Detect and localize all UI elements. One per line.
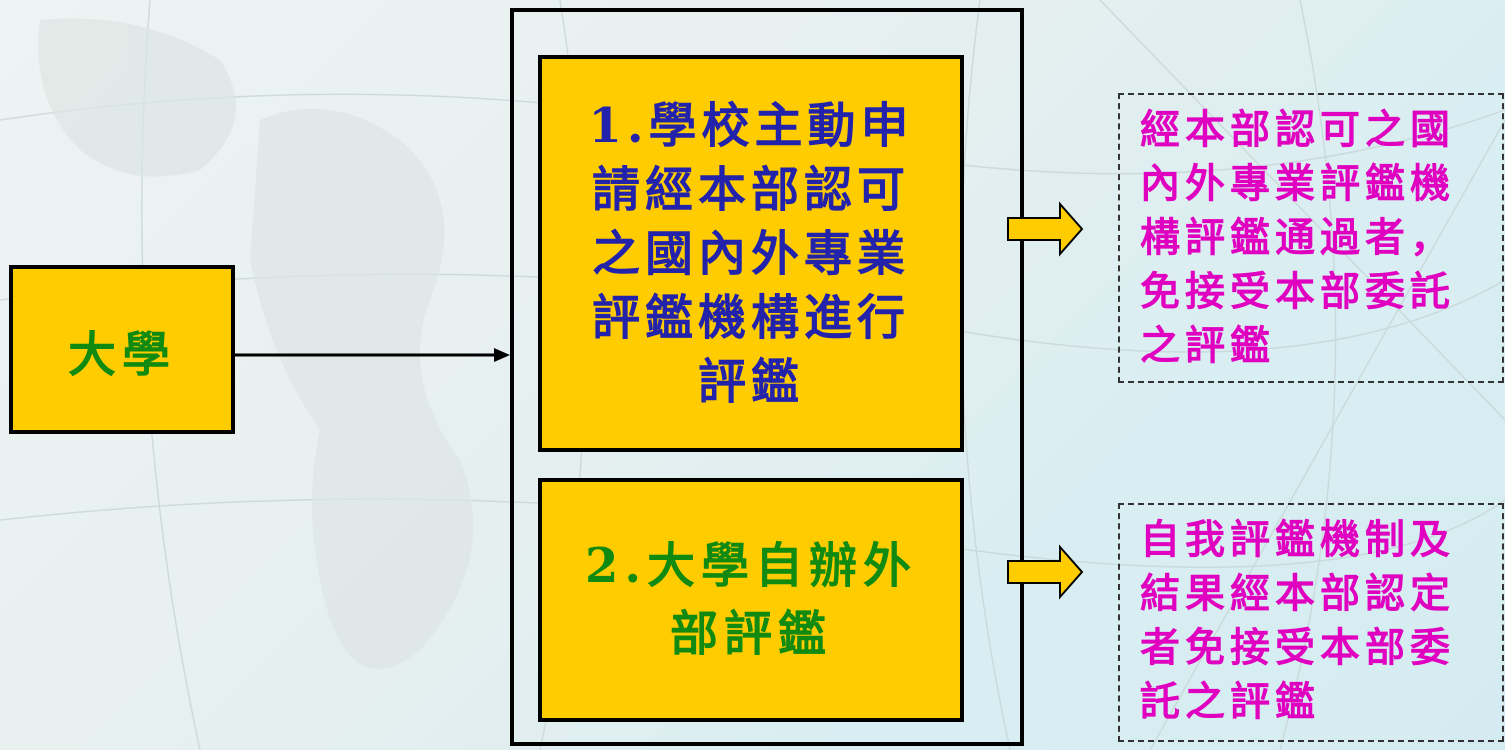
- result-1-box: 經本部認可之國內外專業評鑑機構評鑑通過者，免接受本部委託之評鑑: [1118, 93, 1504, 383]
- option-2-number: 2.: [584, 538, 648, 594]
- options-frame: [510, 8, 1024, 746]
- option-2-box: 2.大學自辦外部評鑑: [538, 478, 964, 722]
- option-1-box: 1.學校主動申請經本部認可之國內外專業評鑑機構進行評鑑: [538, 55, 964, 452]
- university-label: 大學: [67, 326, 176, 383]
- option-2-text: 2.大學自辦外部評鑑: [566, 532, 936, 668]
- option-1-text: 1.學校主動申請經本部認可之國內外專業評鑑機構進行評鑑: [566, 94, 936, 414]
- option-1-label: 學校主動申請經本部認可之國內外專業評鑑機構進行評鑑: [591, 97, 914, 410]
- university-box: 大學: [9, 265, 235, 434]
- result-2-text: 自我評鑑機制及結果經本部認定者免接受本部委託之評鑑: [1140, 516, 1455, 725]
- option-1-number: 1.: [588, 97, 649, 154]
- result-2-box: 自我評鑑機制及結果經本部認定者免接受本部委託之評鑑: [1118, 503, 1504, 742]
- option-2-label: 大學自辦外部評鑑: [647, 538, 918, 662]
- result-1-text: 經本部認可之國內外專業評鑑機構評鑑通過者，免接受本部委託之評鑑: [1140, 106, 1455, 369]
